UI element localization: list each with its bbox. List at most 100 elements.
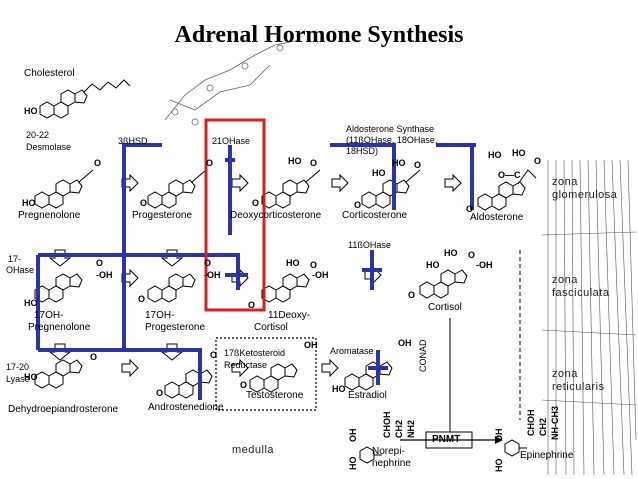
arrow-preg-to-17ohpreg (49, 249, 71, 267)
group-ho-17ohpreg: HO (24, 298, 38, 308)
group-oh-epi: OH (494, 428, 504, 443)
group-o2-aldo: O (534, 156, 542, 166)
label-deoxycorticosterone: Deoxycorticosterone (230, 210, 322, 221)
enzyme-17ohase-b: OHase (6, 265, 35, 275)
label-progesterone: Progesterone (132, 210, 193, 221)
enzyme-lyase-b: Lyase (6, 374, 30, 384)
enzyme-pnmt: PNMT (432, 434, 461, 445)
arrow-doc-to-cort (331, 174, 349, 192)
label-norepinephrine-a: Norepi- (372, 446, 405, 457)
group-o2-cort: O (414, 160, 422, 170)
group-o-cortisol: O (468, 250, 476, 260)
enzyme-3bhsd: 3ßHSD (118, 136, 148, 146)
group-ho2-cort: HO (372, 168, 386, 178)
enzyme-17bketo-b: Reductase (224, 360, 268, 370)
enzyme-17bketo-a: 17ßKetosteroid (224, 348, 286, 358)
cholesterol-3d-model (164, 39, 301, 126)
enzyme-bars (36, 143, 476, 400)
oh17-progesterone-structure (147, 273, 196, 303)
group-ho-cort: HO (392, 158, 406, 168)
enzyme-aromatase: Aromatase (330, 346, 374, 356)
group-oh-deoxycortisol: -OH (312, 270, 329, 280)
label-17oh-pregnenolone-b: Pregnenolone (28, 322, 91, 333)
zone-medulla: medulla (232, 444, 275, 456)
cholesterol-structure (39, 79, 131, 119)
group-ho-estradiol: HO (332, 384, 346, 394)
label-norepinephrine-b: nephrine (372, 458, 411, 469)
group-oh-cortisol: -OH (476, 260, 493, 270)
group-o-aldo: O (466, 204, 474, 214)
group-o-deoxycortisol: O (310, 260, 318, 270)
label-pregnenolone: Pregnenolone (18, 210, 81, 221)
label-cortisol: Cortisol (428, 302, 462, 313)
arrow-prog-to-17ohprog (161, 249, 183, 267)
label-deoxycortisol-b: Cortisol (254, 322, 288, 333)
group-oh-estradiol: OH (398, 338, 412, 348)
group-ringo-aldo: O—C (498, 170, 521, 180)
enzyme-aldo-synthase-a: Aldosterone Synthase (346, 124, 435, 134)
deoxycorticosterone-structure (261, 169, 321, 209)
label-17oh-progesterone-a: 17OH- (145, 310, 175, 321)
group-o-17ohprog: O (204, 258, 212, 268)
group-oh-17ohprog: -OH (204, 270, 221, 280)
arrow-prog-to-doc (231, 174, 249, 192)
zone-fasciculata-b: fasciculata (552, 287, 610, 299)
epinephrine-structure (504, 439, 527, 457)
group-o2-andro: O (156, 388, 164, 398)
group-ho-norepi: HO (348, 456, 358, 471)
enzyme-desmolase-b: Desmolase (26, 142, 72, 152)
zone-fasciculata-a: zona (552, 274, 578, 286)
group-o-testosterone: O (240, 380, 248, 390)
group-nh2-norepi: NH2 (406, 419, 416, 438)
group-o2-progesterone: O (206, 158, 214, 168)
oh17-pregnenolone-structure (34, 273, 83, 303)
label-estradiol: Estradiol (348, 390, 387, 401)
enzyme-aldo-synthase-b: (11ßOHase, 18OHase, (346, 135, 438, 145)
enzyme-lyase-a: 17-20 (6, 362, 30, 372)
group-o2-deoxycortisol: O (248, 300, 256, 310)
enzyme-aldo-synthase-c: 18HSD) (346, 146, 379, 156)
oh21-box (204, 118, 266, 312)
dhea-structure (34, 359, 83, 389)
group-ho-aldo: HO (488, 150, 502, 160)
group-oh-norepi: OH (348, 428, 358, 443)
group-ch2-epi: CH2 (538, 417, 548, 436)
pnmt-arrow-head (495, 436, 503, 444)
group-ho2-cortisol: HO (426, 260, 440, 270)
group-ho-doc: HO (288, 156, 302, 166)
cortisol-structure (419, 269, 468, 299)
arrow-dhea-to-androstenedione (121, 359, 139, 377)
label-dhea: Dehydroepiandrosterone (8, 404, 119, 415)
group-oh-17ohpreg: -OH (96, 270, 113, 280)
group-ho-epi: HO (494, 458, 504, 473)
enzyme-17ohase-a: 17- (8, 254, 22, 264)
group-o-pregnenolone: O (94, 158, 102, 168)
label-testosterone: Testosterone (246, 390, 304, 401)
zone-reticularis-b: reticularis (552, 381, 605, 393)
label-17oh-pregnenolone-a: 17OH- (34, 310, 64, 321)
group-o-andro: O (210, 350, 218, 360)
arrow-cort-to-aldo (444, 174, 462, 192)
label-corticosterone: Corticosterone (342, 210, 408, 221)
enzyme-11bohase: 11ßOHase (348, 240, 391, 250)
progesterone-structure (147, 169, 207, 209)
label-deoxycortisol-a: 11Deoxy- (268, 310, 311, 321)
label-epinephrine: Epinephrine (520, 450, 574, 461)
group-ho2-aldo: HO (512, 148, 526, 158)
label-aldosterone: Aldosterone (470, 212, 524, 223)
group-choh-norepi: CHOH (382, 411, 392, 439)
deoxycortisol-structure (261, 273, 310, 303)
page-title: Adrenal Hormone Synthesis (174, 22, 464, 48)
group-nhch3-epi: NH-CH3 (550, 405, 560, 440)
aldosterone-structure (477, 169, 537, 211)
group-o-dhea: O (90, 352, 98, 362)
group-o2-doc: O (310, 158, 318, 168)
group-ch2-norepi: CH2 (394, 419, 404, 438)
group-ho-cortisol: HO (444, 248, 458, 258)
ketosteroid-box (215, 337, 317, 411)
androstenedione-structure (164, 369, 213, 399)
group-ho-deoxycortisol: HO (286, 258, 300, 268)
label-cholesterol: Cholesterol (24, 68, 75, 79)
label-17oh-progesterone-b: Progesterone (145, 322, 206, 333)
